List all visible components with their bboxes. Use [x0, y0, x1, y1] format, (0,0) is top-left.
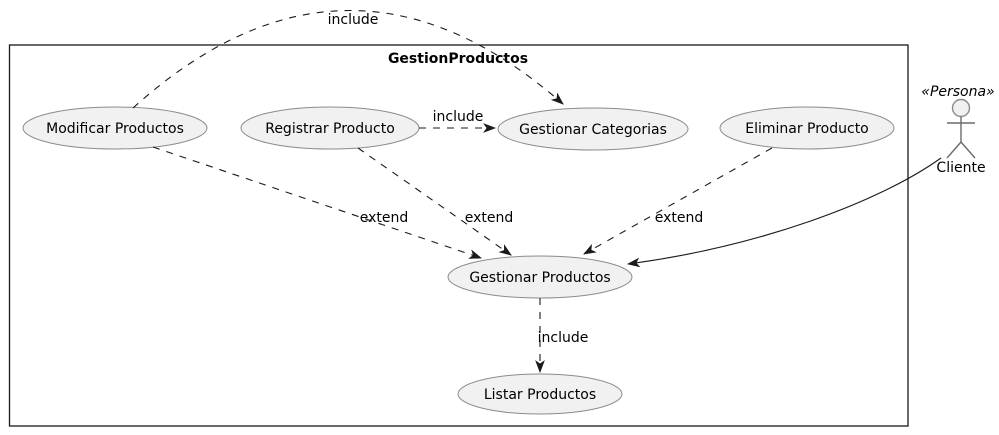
actor-stereotype: «Persona» [921, 84, 994, 100]
edges: include include extend extend extend inc… [132, 10, 942, 374]
usecase-gestionar-categorias: Gestionar Categorias [497, 107, 689, 151]
usecase-ellipse [457, 373, 623, 415]
usecase-ellipse [719, 106, 895, 150]
edge-label-include-top: include [328, 12, 379, 28]
edge-cliente-gestionar [626, 157, 942, 268]
actor-cliente: «Persona» Cliente [921, 84, 994, 176]
edge-label-include-bottom: include [538, 330, 589, 346]
usecase-label: Registrar Producto [265, 121, 395, 137]
system-boundary: GestionProductos [8, 44, 909, 427]
edge-modificar-include-categorias [132, 10, 564, 109]
edge-label-extend-left: extend [360, 210, 409, 226]
usecase-gestionar-productos: Gestionar Productos [447, 255, 633, 299]
usecase-modificar-productos: Modificar Productos [22, 106, 208, 150]
usecase-label: Listar Productos [484, 387, 596, 403]
usecase-ellipse [22, 106, 208, 150]
usecase-ellipse [497, 107, 689, 151]
actor-head-icon [951, 98, 971, 118]
edge-label-extend-right: extend [655, 210, 704, 226]
actor-left-leg-icon [946, 141, 962, 159]
usecase-label: Modificar Productos [46, 121, 184, 137]
actor-name: Cliente [936, 160, 985, 176]
edge-modificar-extend-gestionar [152, 146, 483, 259]
edge-label-include-middle: include [433, 109, 484, 125]
actor-right-leg-icon [960, 141, 976, 159]
edge-eliminar-extend-gestionar [583, 147, 773, 255]
edge-registrar-extend-gestionar [357, 147, 512, 256]
usecase-label: Eliminar Producto [745, 121, 869, 137]
system-boundary-rect [8, 44, 909, 427]
usecase-listar-productos: Listar Productos [457, 373, 623, 415]
usecase-label: Gestionar Productos [469, 270, 610, 286]
usecase-eliminar-producto: Eliminar Producto [719, 106, 895, 150]
edge-label-extend-center: extend [465, 210, 514, 226]
system-boundary-title: GestionProductos [388, 51, 528, 67]
usecase-registrar-producto: Registrar Producto [240, 106, 420, 150]
usecase-label: Gestionar Categorias [519, 122, 667, 138]
